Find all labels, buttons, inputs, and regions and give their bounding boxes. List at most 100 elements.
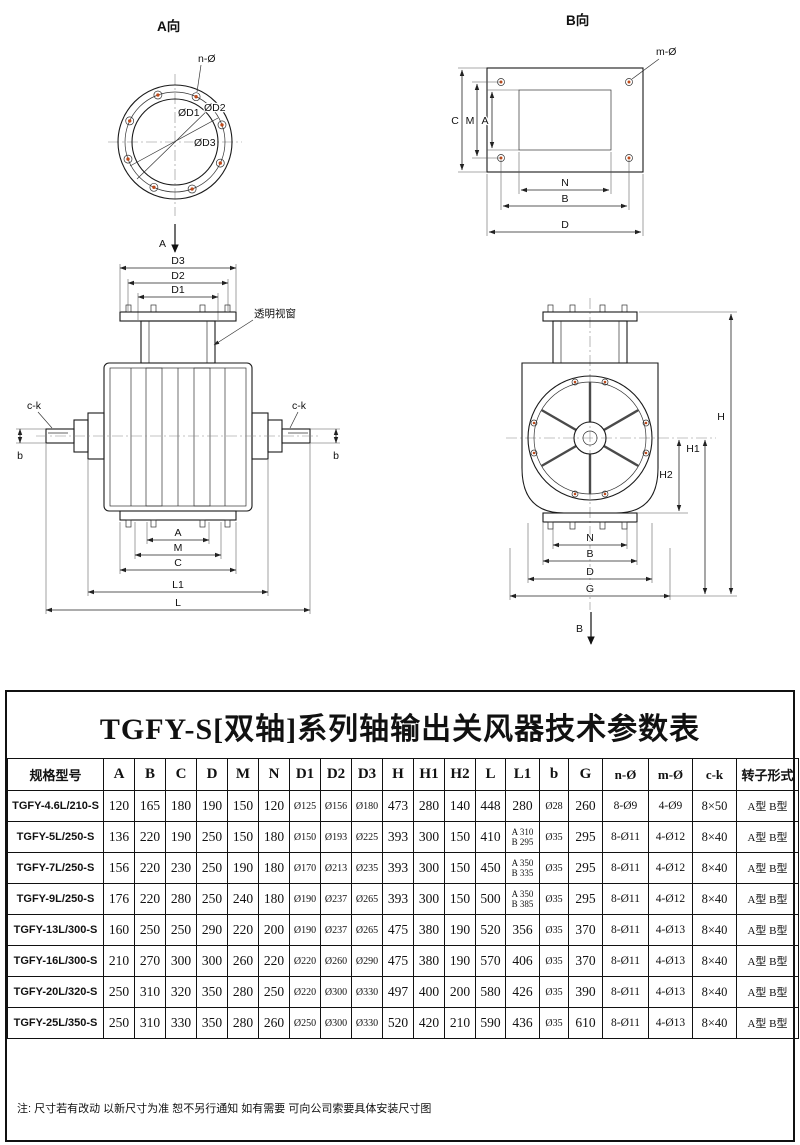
value-cell: 4-Ø12 xyxy=(648,852,693,884)
value-cell: A型 B型 xyxy=(736,945,799,977)
value-cell: 300 xyxy=(413,821,445,853)
value-cell: 570 xyxy=(475,945,506,977)
inlet-neck xyxy=(140,320,216,364)
value-cell: Ø225 xyxy=(351,821,383,853)
value-cell: Ø170 xyxy=(289,852,321,884)
bottom-flange xyxy=(542,512,638,523)
flange-opening xyxy=(518,89,612,151)
view-b-drawing: B向 m-Ø C M A N B D xyxy=(450,11,678,236)
value-cell: 156 xyxy=(103,852,135,884)
value-cell: 380 xyxy=(413,945,445,977)
dim-label-d2: D2 xyxy=(171,270,185,282)
value-cell: 356 xyxy=(505,914,540,946)
column-header: A xyxy=(103,758,135,791)
column-header: B xyxy=(134,758,166,791)
leader-line xyxy=(213,319,254,346)
value-cell: 150 xyxy=(227,821,259,853)
key-label-left: c-k xyxy=(27,400,42,412)
value-cell: 436 xyxy=(505,1007,540,1039)
value-cell: 420 xyxy=(413,1007,445,1039)
value-cell: 176 xyxy=(103,883,135,915)
value-cell: Ø330 xyxy=(351,1007,383,1039)
dim-label-g: G xyxy=(586,583,594,595)
flange-inner-circle xyxy=(131,98,219,186)
shaft-hole xyxy=(582,430,598,446)
key-label-right: c-k xyxy=(292,400,307,412)
value-cell: Ø237 xyxy=(320,914,352,946)
value-cell: 8-Ø11 xyxy=(602,914,649,946)
model-cell: TGFY-13L/300-S xyxy=(7,914,104,946)
value-cell: Ø190 xyxy=(289,914,321,946)
value-cell: 280 xyxy=(413,790,445,822)
value-cell: A 350 B 335 xyxy=(505,852,540,884)
dim-label-a: A xyxy=(174,527,181,539)
value-cell: 310 xyxy=(134,976,166,1008)
dim-label-d: D xyxy=(561,219,569,231)
value-cell: 190 xyxy=(444,914,476,946)
dim-label-b: B xyxy=(561,193,568,205)
column-header: D2 xyxy=(320,758,352,791)
value-cell: 240 xyxy=(227,883,259,915)
value-cell: 220 xyxy=(134,852,166,884)
flange-studs xyxy=(125,304,231,313)
value-cell: 8-Ø11 xyxy=(602,852,649,884)
value-cell: 295 xyxy=(568,821,603,853)
value-cell: 4-Ø13 xyxy=(648,1007,693,1039)
value-cell: Ø156 xyxy=(320,790,352,822)
value-cell: 520 xyxy=(475,914,506,946)
value-cell: A型 B型 xyxy=(736,790,799,822)
value-cell: 280 xyxy=(165,883,197,915)
value-cell: 370 xyxy=(568,914,603,946)
value-cell: 450 xyxy=(475,852,506,884)
value-cell: Ø235 xyxy=(351,852,383,884)
value-cell: 200 xyxy=(258,914,290,946)
value-cell: A型 B型 xyxy=(736,914,799,946)
dim-label-m-holes: m-Ø xyxy=(656,46,676,58)
front-view-drawing: D3 D2 D1 透明视窗 xyxy=(16,254,340,614)
column-header: H xyxy=(382,758,414,791)
dim-label-d1: D1 xyxy=(171,284,185,296)
value-cell: 120 xyxy=(103,790,135,822)
bolt-holes xyxy=(497,78,633,162)
value-cell: A型 B型 xyxy=(736,976,799,1008)
view-a-drawing: A向 n-Ø ØD1 ØD2 ØD3 A xyxy=(108,17,242,253)
dim-label-d3: ØD3 xyxy=(194,137,216,149)
value-cell: 220 xyxy=(134,821,166,853)
value-cell: Ø250 xyxy=(289,1007,321,1039)
column-header: m-Ø xyxy=(648,758,693,791)
value-cell: 295 xyxy=(568,883,603,915)
value-cell: Ø220 xyxy=(289,945,321,977)
value-cell: 330 xyxy=(165,1007,197,1039)
value-cell: 4-Ø12 xyxy=(648,883,693,915)
value-cell: 165 xyxy=(134,790,166,822)
value-cell: Ø265 xyxy=(351,883,383,915)
value-cell: 8×50 xyxy=(692,790,737,822)
dim-label-a: A xyxy=(481,115,488,127)
value-cell: 390 xyxy=(568,976,603,1008)
flange-studs xyxy=(125,519,231,528)
value-cell: 4-Ø13 xyxy=(648,914,693,946)
value-cell: 4-Ø13 xyxy=(648,945,693,977)
flange-studs xyxy=(547,521,628,530)
flange-studs xyxy=(547,304,628,313)
value-cell: 393 xyxy=(382,852,414,884)
value-cell: 520 xyxy=(382,1007,414,1039)
column-header: D xyxy=(196,758,228,791)
dim-label-d2: ØD2 xyxy=(204,102,226,114)
value-cell: 370 xyxy=(568,945,603,977)
column-header: D3 xyxy=(351,758,383,791)
value-cell: 270 xyxy=(134,945,166,977)
value-cell: 8-Ø11 xyxy=(602,976,649,1008)
value-cell: 280 xyxy=(227,1007,259,1039)
footnote: 注: 尺寸若有改动 以新尺寸为准 恕不另行通知 如有需要 可向公司索要具体安装尺… xyxy=(17,1103,432,1115)
value-cell: Ø220 xyxy=(289,976,321,1008)
model-cell: TGFY-5L/250-S xyxy=(7,821,104,853)
value-cell: Ø35 xyxy=(539,821,569,853)
value-cell: 220 xyxy=(258,945,290,977)
value-cell: Ø35 xyxy=(539,976,569,1008)
model-cell: TGFY-20L/320-S xyxy=(7,976,104,1008)
dim-label-h2: H2 xyxy=(659,469,673,481)
column-header: G xyxy=(568,758,603,791)
